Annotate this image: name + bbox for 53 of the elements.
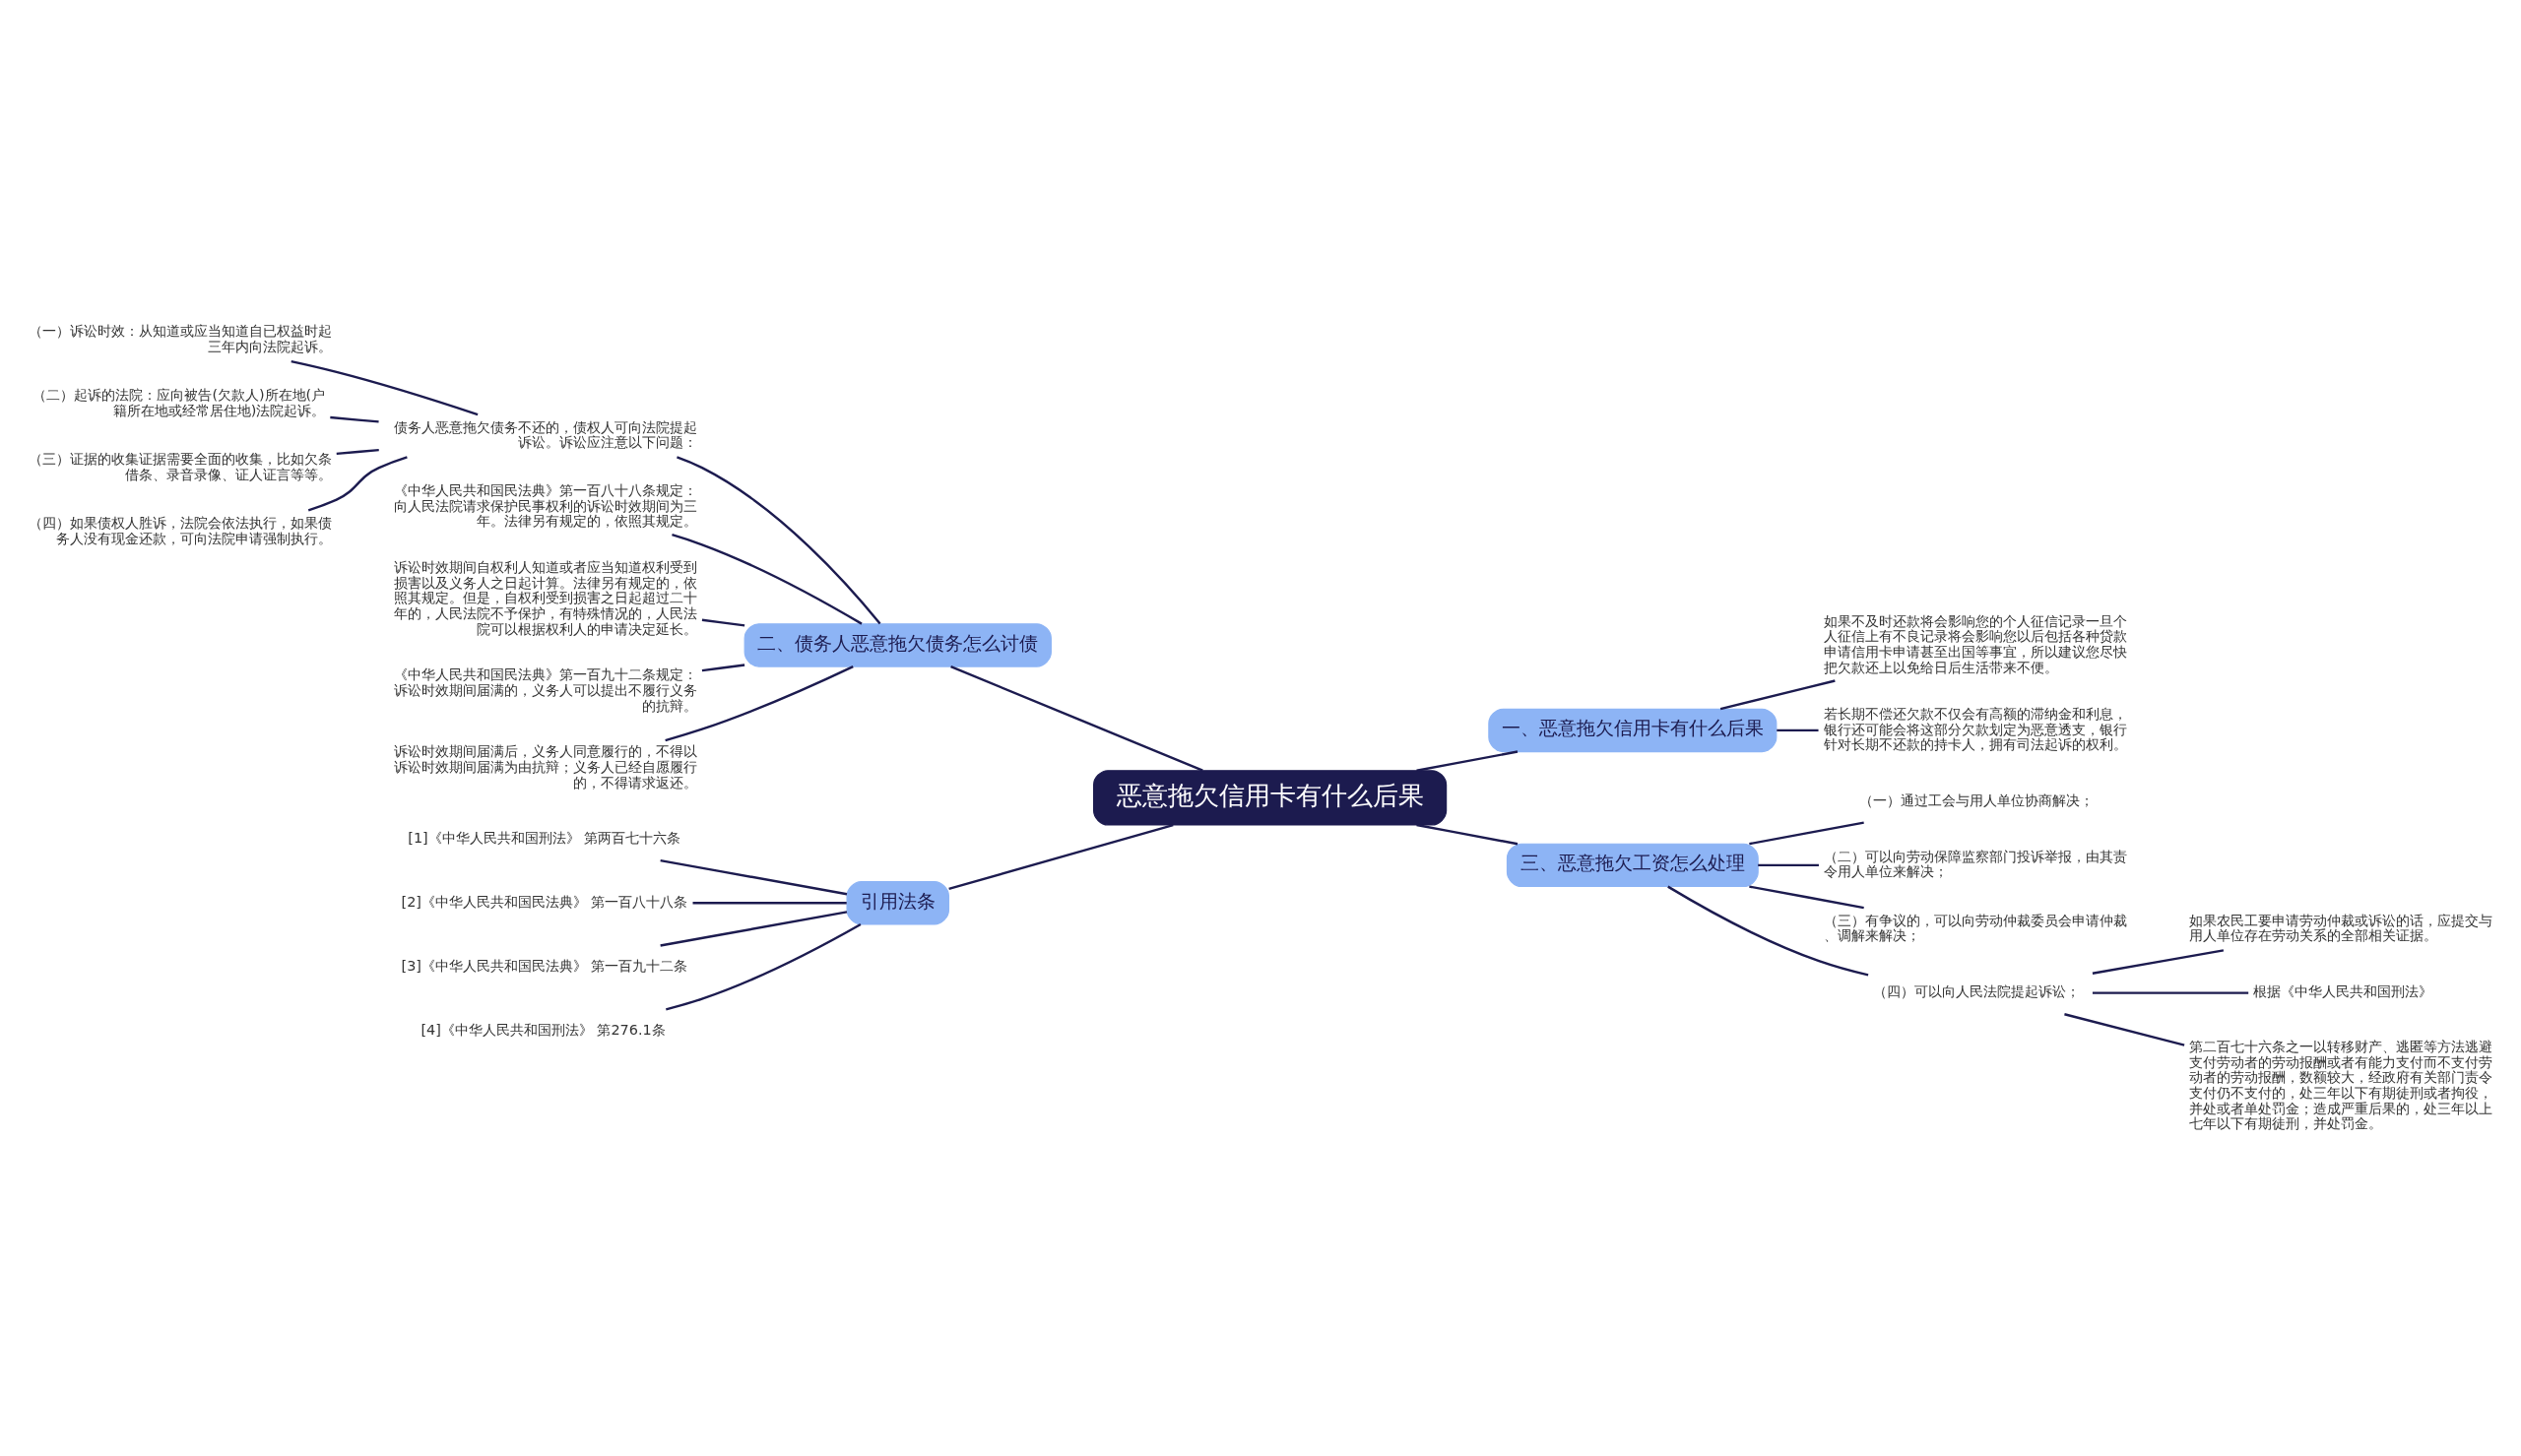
node-box: 恶意拖欠信用卡有什么后果	[1093, 770, 1448, 826]
connector	[1749, 821, 1864, 846]
node-text: [2]《中华人民共和国民法典》 第一百八十八条	[401, 894, 688, 911]
node-text: 诉讼时效期间自权利人知道或者应当知道权利受到损害以及义务人之日起计算。法律另有规定的，依照其规定。但是，自权利受到损害之日起超过二十年的，人民法院不予保护，有特殊情况的，人民法院可以根据权利人的申请决定延长。	[394, 559, 698, 637]
node-box: 三、恶意拖欠工资怎么处理	[1506, 843, 1759, 888]
connector	[1667, 885, 1869, 977]
connector	[1719, 679, 1836, 711]
node-text: （一）诉讼时效：从知道或应当知道自已权益时起三年内向法院起诉。	[28, 323, 332, 354]
connector	[330, 415, 379, 423]
node-text: （二）可以向劳动保障监察部门投诉举报，由其责令用人单位来解决；	[1823, 848, 2127, 880]
connector	[660, 858, 848, 896]
connector	[948, 823, 1174, 891]
node-text: 《中华人民共和国民法典》第一百八十八条规定：向人民法院请求保护民事权利的诉讼时效期间为三年。法律另有规定的，依照其规定。	[394, 481, 698, 530]
connector	[666, 922, 862, 1011]
node-text: （三）证据的收集证据需要全面的收集，比如欠条借条、录音录像、证人证言等等。	[28, 451, 332, 482]
node-text: （四）如果债权人胜诉，法院会依法执行，如果债务人没有现金还款，可向法院申请强制执行。	[28, 514, 332, 546]
node-text: 诉讼时效期间届满后，义务人同意履行的，不得以诉讼时效期间届满为由抗辩；义务人已经自愿履行的，不得请求返还。	[394, 743, 698, 791]
connector	[291, 359, 479, 416]
node-text: 若长期不偿还欠款不仅会有高额的滞纳金和利息，银行还可能会将这部分欠款划定为恶意透支，银行针对长期不还款的持卡人，拥有司法起诉的权利。	[1823, 706, 2127, 753]
node-text: [3]《中华人民共和国民法典》 第一百九十二条	[401, 957, 688, 974]
connector	[1749, 885, 1864, 910]
node-text: （一）通过工会与用人单位协商解决；	[1858, 791, 2094, 808]
node-text: 债务人恶意拖欠债务不还的，债权人可向法院提起诉讼。诉讼应注意以下问题：	[394, 418, 698, 451]
connector	[307, 456, 408, 512]
node-text: 如果农民工要申请劳动仲裁或诉讼的话，应提交与用人单位存在劳动关系的全部相关证据。	[2189, 912, 2493, 944]
node-text: [4]《中华人民共和国刑法》 第276.1条	[420, 1021, 666, 1038]
node-text: 第二百七十六条之一以转移财产、逃匿等方法逃避支付劳动者的劳动报酬或者有能力支付而不支付劳动者的劳动报酬，数额较大，经政府有关部门责令支付仍不支付的，处三年以下有期徒刑或者拘役，并处或者单处罚金；造成严重后果的，处三年以上七年以下有期徒刑，并处罚金。	[2189, 1039, 2493, 1132]
node-text: （四）可以向人民法院提起诉讼；	[1873, 983, 2081, 1000]
node-text: [1]《中华人民共和国刑法》 第两百七十六条	[408, 830, 681, 847]
connector	[1777, 728, 1819, 732]
connector	[1758, 863, 1819, 867]
node-text: 《中华人民共和国民法典》第一百九十二条规定：诉讼时效期间届满的，义务人可以提出不履行义务的抗辩。	[394, 666, 698, 714]
connector	[1416, 750, 1519, 772]
connector	[1416, 823, 1519, 846]
connector	[692, 902, 847, 905]
node-text: （二）起诉的法院：应向被告(欠款人)所在地(户籍所在地或经常居住地)法院起诉。	[32, 387, 326, 418]
connector	[701, 664, 745, 672]
connector	[701, 618, 745, 627]
connector	[2092, 949, 2225, 975]
node-text: 如果不及时还款将会影响您的个人征信记录一旦个人征信上有不良记录将会影响您以后包括各种贷款申请信用卡申请甚至出国等事宜，所以建议您尽快把欠款还上以免给日后生活带来不便。	[1823, 612, 2127, 675]
connector	[672, 534, 863, 625]
connector	[665, 665, 854, 742]
node-text: （三）有争议的，可以向劳动仲裁委员会申请仲裁、调解来解决；	[1823, 912, 2127, 944]
node-box: 一、恶意拖欠信用卡有什么后果	[1488, 708, 1778, 753]
connector	[950, 665, 1203, 772]
connector	[2092, 991, 2249, 994]
node-box: 引用法条	[846, 881, 949, 925]
connector	[660, 911, 848, 947]
node-box: 二、债务人恶意拖欠债务怎么讨债	[743, 623, 1052, 667]
connector	[336, 448, 379, 456]
connector	[677, 456, 881, 625]
connector	[2064, 1013, 2185, 1046]
node-text: 根据《中华人民共和国刑法》	[2253, 983, 2432, 1000]
